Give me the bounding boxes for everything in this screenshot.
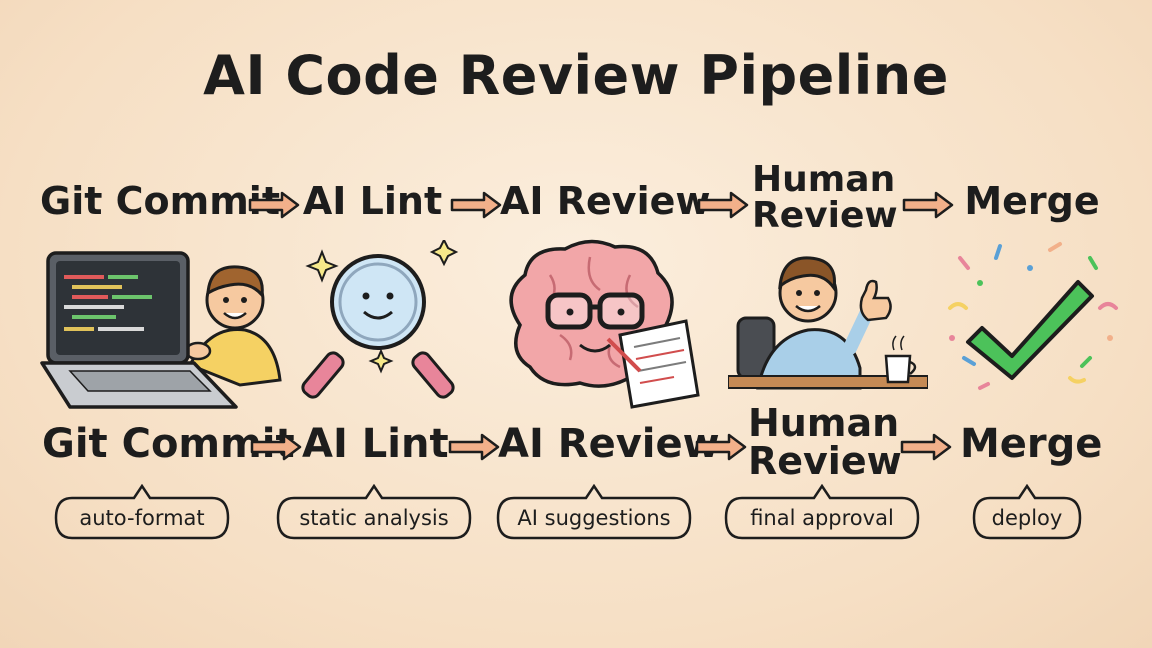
note-ai-suggestions: AI suggestions [517, 506, 671, 530]
stage-label-ai-lint-bottom: AI Lint [302, 421, 449, 467]
right-arrow-icon [900, 433, 952, 461]
note-bubble-outline [54, 484, 230, 540]
note-bubble-outline [496, 484, 692, 540]
note-final-approval: final approval [750, 506, 894, 530]
stage-label-ai-lint-top: AI Lint [302, 179, 443, 223]
stage-label-human-review-bottom: Human Review [748, 401, 902, 483]
right-arrow-icon [248, 191, 300, 219]
stage-label-review-line: Review [748, 439, 902, 483]
stage-label-review-line: Review [752, 195, 898, 236]
note-deploy: deploy [991, 506, 1063, 530]
stage-label-ai-review-top: AI Review [500, 179, 711, 223]
stage-label-human-review-top: Human Review [752, 159, 898, 236]
note-bubble-outline [972, 484, 1082, 540]
stage-label-git-commit-top: Git Commit [40, 179, 280, 223]
note-bubble-outline [276, 484, 472, 540]
right-arrow-icon [448, 433, 500, 461]
stage-label-human-line: Human [752, 159, 896, 200]
right-arrow-icon [450, 191, 502, 219]
magnifier-icon [301, 240, 459, 399]
diagram-title: AI Code Review Pipeline [203, 44, 949, 107]
note-auto-format: auto-format [79, 506, 205, 530]
laptop-developer-icon [40, 251, 282, 409]
brain-reviewer-icon [509, 239, 700, 409]
note-bubble-outline [724, 484, 920, 540]
right-arrow-icon [697, 191, 749, 219]
right-arrow-icon [250, 433, 302, 461]
note-static-analysis: static analysis [299, 506, 449, 530]
thumbs-up-reviewer-icon [728, 256, 928, 390]
right-arrow-icon [695, 433, 747, 461]
stage-label-ai-review-bottom: AI Review [498, 421, 720, 467]
stage-label-merge-top: Merge [964, 179, 1100, 223]
stage-label-human-line: Human [748, 401, 900, 445]
checkmark-confetti-icon [948, 242, 1118, 390]
stage-label-merge-bottom: Merge [960, 421, 1103, 467]
stage-label-git-commit-bottom: Git Commit [42, 421, 295, 467]
right-arrow-icon [902, 191, 954, 219]
